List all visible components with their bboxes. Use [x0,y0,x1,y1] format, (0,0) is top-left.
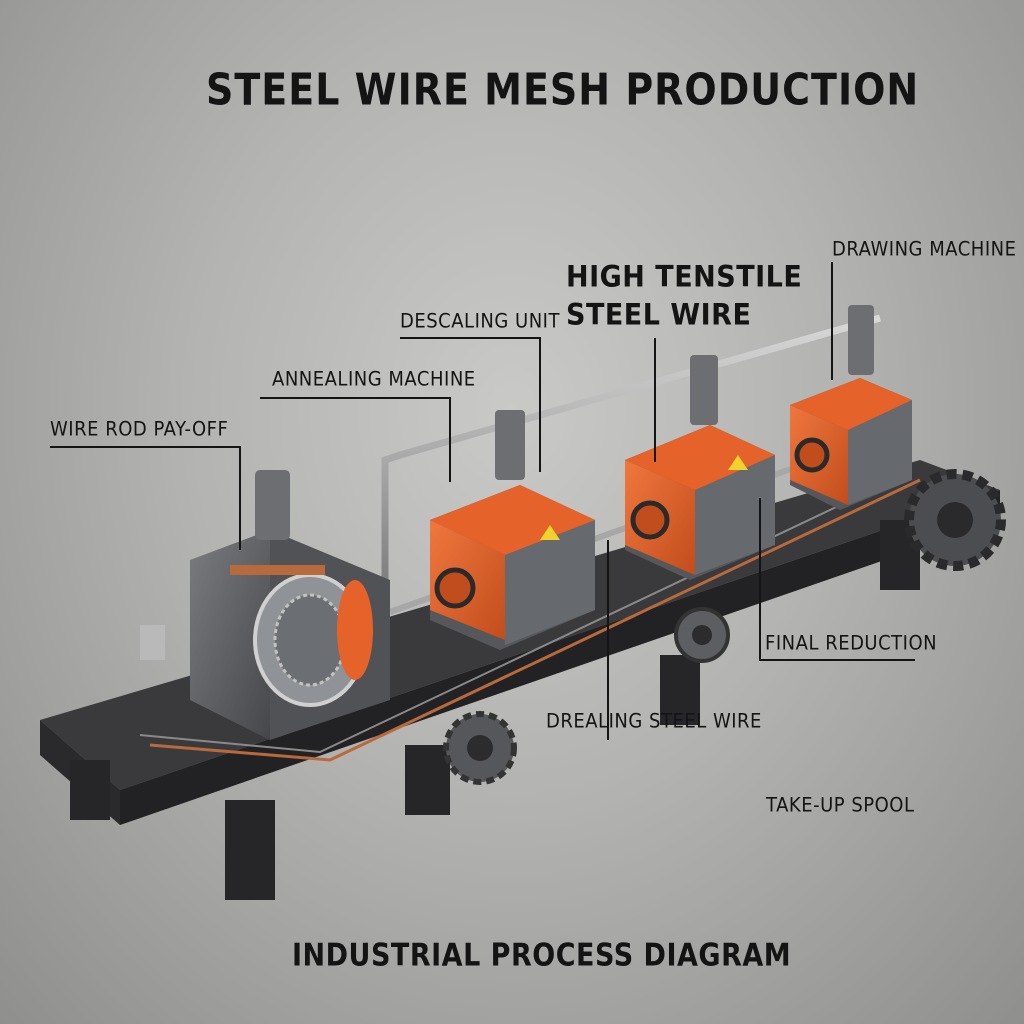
leader-lines [50,262,915,740]
label-drawing-machine: DRAWING MACHINE [832,238,1017,262]
label-descaling-unit: DESCALING UNIT [400,310,560,334]
pay-off-station [140,470,390,740]
label-final-reduction: FINAL REDUCTION [765,632,938,656]
label-wire-rod-payoff: WIRE ROD PAY-OFF [50,418,229,442]
drawing-station-end [790,305,912,510]
label-take-up-spool: TAKE-UP SPOOL [766,794,915,818]
gear-left [443,711,517,785]
drawing-station-mid [625,355,775,580]
label-annealing-machine: ANNEALING MACHINE [272,368,476,392]
label-high-tensile-line1: HIGH TENSTILE [566,260,803,295]
platform-legs [70,520,920,900]
label-drealing-steel-wire: DREALING STEEL WIRE [546,710,762,734]
annealing-station [430,410,595,650]
leader-wire-rod-payoff [50,446,241,550]
leader-annealing-machine [260,397,451,482]
page-subtitle: INDUSTRIAL PROCESS DIAGRAM [292,938,792,974]
leader-final-reduction [759,498,915,661]
motor-under [674,607,730,663]
page-title: STEEL WIRE MESH PRODUCTION [206,64,920,115]
leader-descaling-unit [400,337,541,472]
take-up-spool-gear [904,469,1006,571]
label-high-tensile-line2: STEEL WIRE [566,298,752,333]
